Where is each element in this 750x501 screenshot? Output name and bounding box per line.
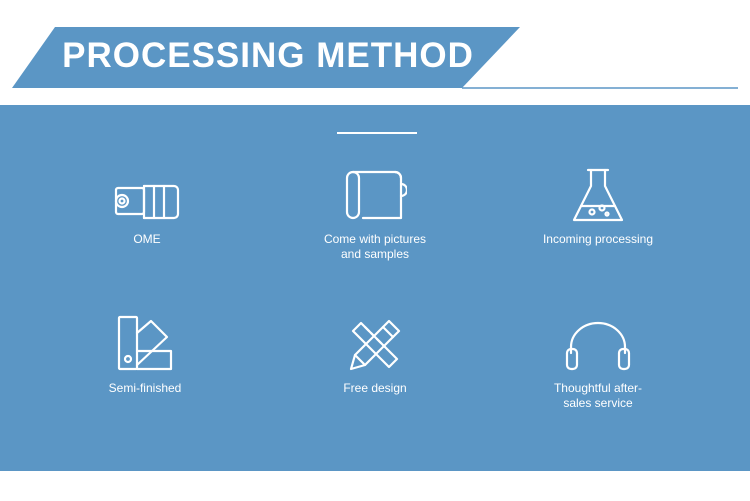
feature-label: Come with pictures and samples — [323, 232, 427, 261]
feature-pictures-samples: Come with pictures and samples — [275, 162, 475, 272]
header-banner — [12, 27, 738, 89]
feature-label: Thoughtful after- sales service — [553, 381, 643, 410]
scroll-icon — [335, 162, 415, 226]
flask-icon — [558, 162, 638, 226]
page-title: PROCESSING METHOD — [62, 36, 474, 75]
divider — [337, 132, 417, 134]
headset-icon — [558, 311, 638, 375]
feature-free-design: Free design — [275, 311, 475, 421]
feature-label: Incoming processing — [542, 232, 654, 246]
feature-incoming-processing: Incoming processing — [498, 162, 698, 272]
fabric-roll-icon — [107, 162, 187, 226]
feature-label: Free design — [343, 381, 407, 395]
swatch-fan-icon — [105, 311, 185, 375]
feature-label: OME — [133, 232, 161, 246]
pencil-ruler-icon — [335, 311, 415, 375]
features-panel: OME Come with pictures and samples Incom — [0, 105, 750, 471]
feature-label: Semi-finished — [108, 381, 182, 395]
feature-after-sales: Thoughtful after- sales service — [498, 311, 698, 421]
feature-semi-finished: Semi-finished — [45, 311, 245, 421]
section-header: PROCESSING METHOD — [0, 0, 750, 100]
feature-ome: OME — [47, 162, 247, 272]
